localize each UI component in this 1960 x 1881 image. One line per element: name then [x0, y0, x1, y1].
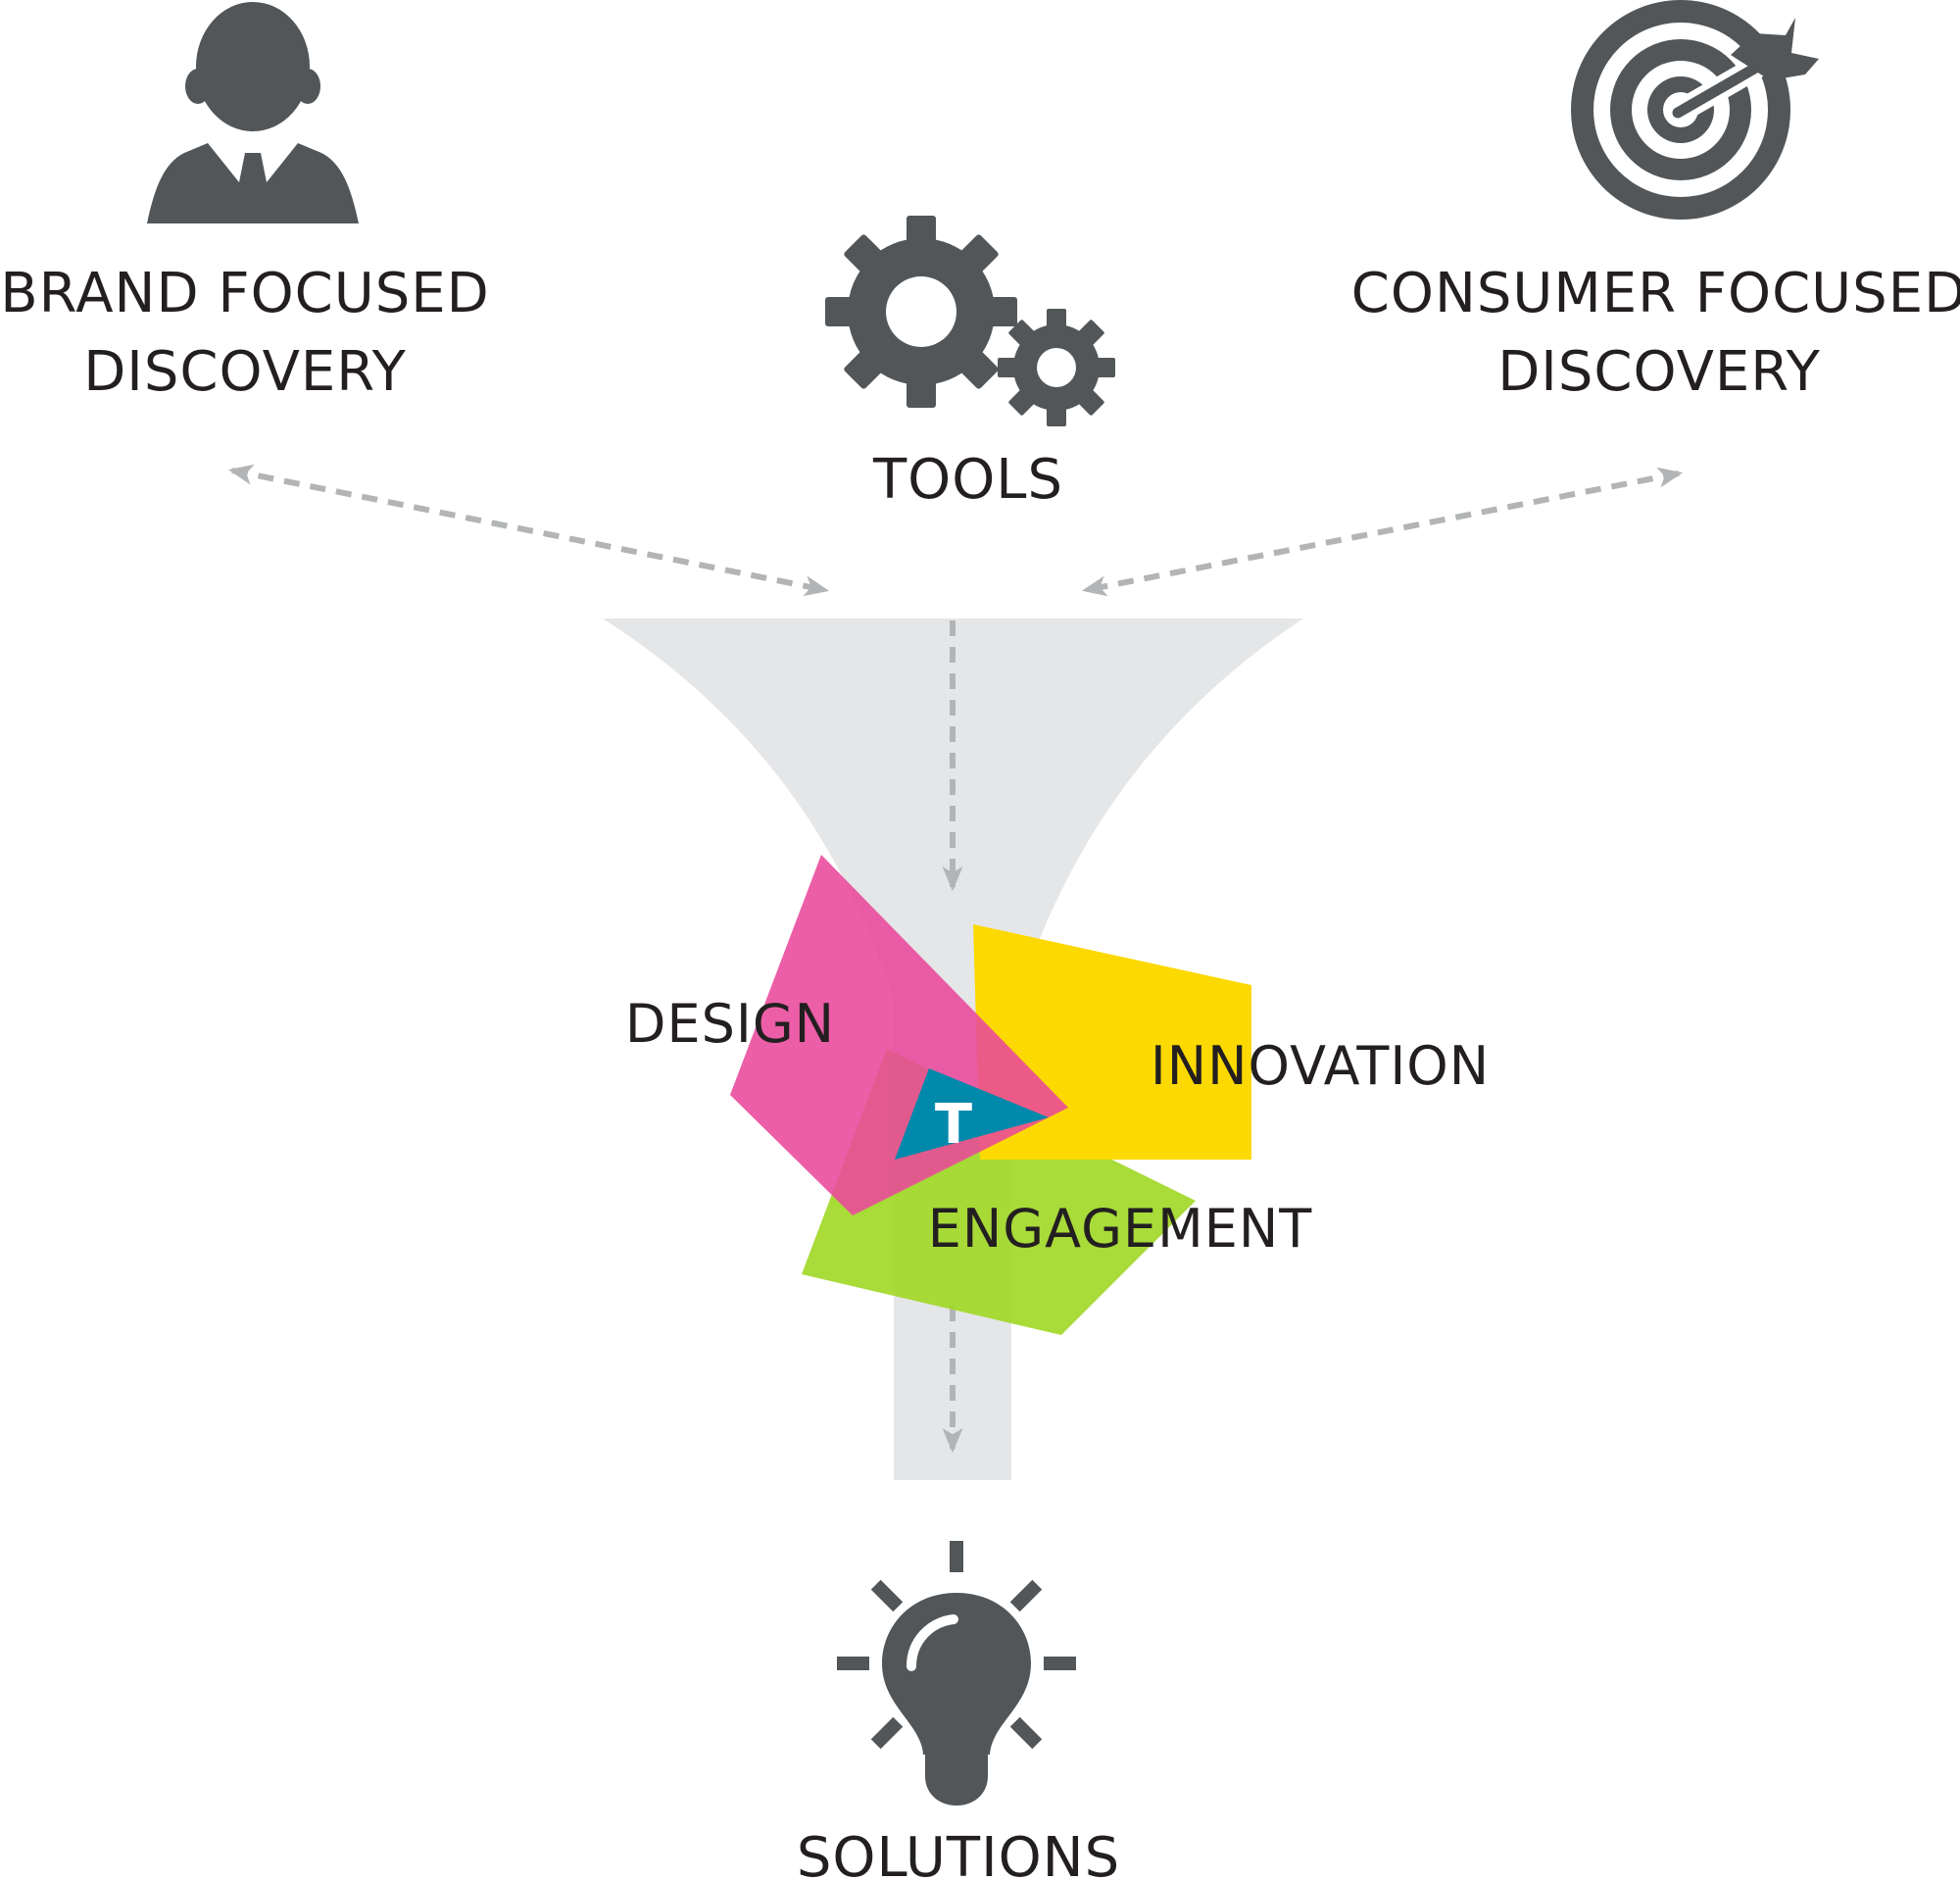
- center-triangle: [895, 1068, 1049, 1160]
- center-letter: T: [935, 1093, 972, 1157]
- gears-icon: [825, 216, 1115, 426]
- consumer-label-line2: DISCOVERY: [1497, 340, 1821, 404]
- brand-label-line1: BRAND FOCUSED: [0, 262, 490, 325]
- consumer-funnel-arrow: [1081, 467, 1684, 597]
- solutions-label: SOLUTIONS: [797, 1826, 1120, 1881]
- person-icon: [147, 2, 359, 223]
- engagement-label: ENGAGEMENT: [928, 1198, 1312, 1260]
- labels: BRAND FOCUSED DISCOVERY TOOLS CONSUMER F…: [0, 262, 1960, 1881]
- tools-label: TOOLS: [872, 448, 1063, 512]
- overlap-shapes: T: [730, 855, 1251, 1335]
- flow-arrows: [227, 464, 1684, 1454]
- target-arrow-icon: [1571, 0, 1819, 220]
- funnel-top: [603, 619, 1303, 1078]
- design-label: DESIGN: [625, 993, 835, 1055]
- consumer-label-line1: CONSUMER FOCUSED: [1351, 262, 1960, 325]
- innovation-label: INNOVATION: [1151, 1035, 1490, 1097]
- brand-funnel-arrow: [227, 464, 830, 597]
- brand-label-line2: DISCOVERY: [83, 340, 407, 404]
- lightbulb-icon: [837, 1541, 1076, 1806]
